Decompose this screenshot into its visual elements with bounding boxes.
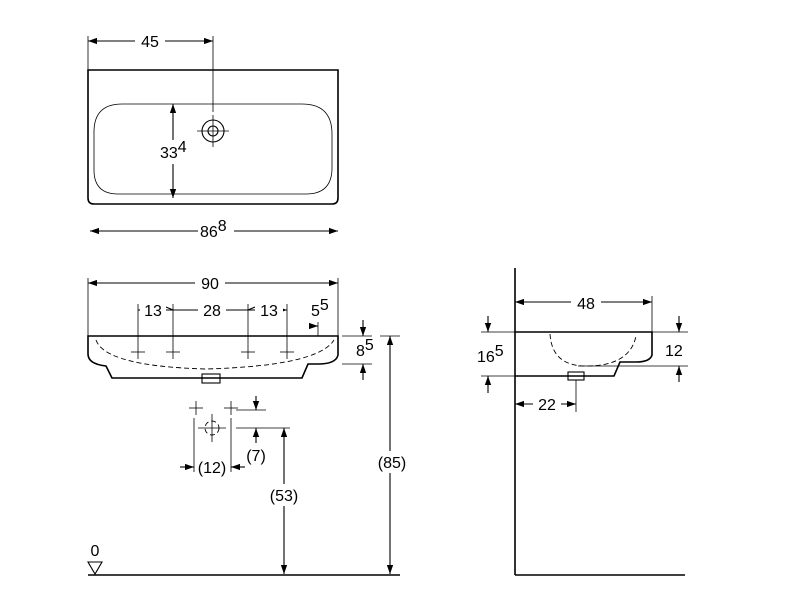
basin-outline-side <box>515 331 653 377</box>
tap-hole-marker-3 <box>241 345 255 359</box>
dim-label-12: (12) <box>198 460 226 477</box>
dim-label-55: 55 <box>311 297 329 320</box>
dim-label-53: (53) <box>270 488 298 505</box>
dim-label-13a: 13 <box>144 303 162 320</box>
dim-label-85: 85 <box>356 337 374 360</box>
tap-hole-marker-1 <box>131 345 145 359</box>
dim-label-868: 868 <box>200 218 227 241</box>
drain-center-icon <box>198 414 226 442</box>
dim-label-13b: 13 <box>260 303 278 320</box>
floor-level-triangle-icon <box>87 561 103 576</box>
drain-cross-1 <box>189 401 203 415</box>
drain-cross-2 <box>224 401 238 415</box>
dim-label-90: 90 <box>201 276 219 293</box>
basin-outline-top <box>87 69 339 205</box>
drain-outlet-front <box>201 373 221 384</box>
top-view: 45 334 868 <box>87 31 339 242</box>
basin-outline-front <box>87 335 339 379</box>
bowl-outline-top <box>93 103 333 195</box>
dim-label-45: 45 <box>141 34 159 51</box>
dim-label-334: 334 <box>160 139 187 162</box>
tap-hole-icon <box>197 115 229 147</box>
dim-label-12-side: 12 <box>665 343 683 360</box>
front-view: 90 13 28 13 55 85 (85) <box>87 273 412 576</box>
floor-label: 0 <box>91 543 100 560</box>
tap-hole-marker-2 <box>166 345 180 359</box>
side-view: 48 165 12 22 <box>477 268 688 576</box>
dim-label-48: 48 <box>577 296 595 313</box>
dim-label-22: 22 <box>538 397 556 414</box>
bowl-profile-side <box>549 333 637 367</box>
tap-hole-marker-4 <box>280 345 294 359</box>
dim-label-165: 165 <box>477 343 504 366</box>
dim-label-7: (7) <box>246 448 266 465</box>
dim-label-total-height: (85) <box>378 455 406 472</box>
bowl-profile-front <box>95 339 335 370</box>
dim-label-28: 28 <box>203 303 221 320</box>
